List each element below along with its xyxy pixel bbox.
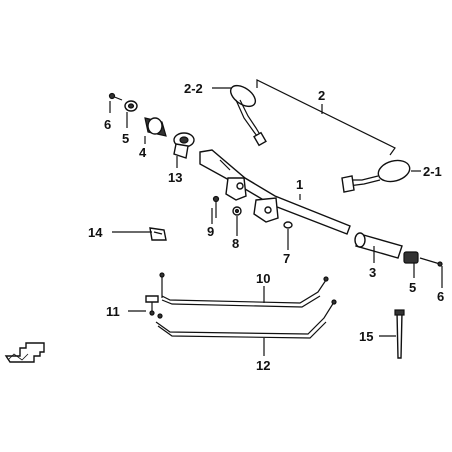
handlebar-1[interactable] xyxy=(199,149,351,235)
cable-12[interactable] xyxy=(155,299,337,339)
screw-6-right[interactable] xyxy=(419,257,443,267)
screw-6-left[interactable] xyxy=(108,92,123,101)
grip-left-4[interactable] xyxy=(144,117,167,137)
label-13: 13 xyxy=(168,170,182,185)
label-8: 8 xyxy=(232,236,239,251)
label-12: 12 xyxy=(256,358,270,373)
label-3: 3 xyxy=(369,265,376,280)
mirror-left-2-2[interactable] xyxy=(227,81,267,147)
label-7: 7 xyxy=(283,251,290,266)
label-6-right: 6 xyxy=(437,289,444,304)
grip-right-3[interactable] xyxy=(354,232,403,259)
label-2-1: 2-1 xyxy=(423,164,442,179)
nut-8[interactable] xyxy=(232,206,242,216)
front-direction-arrow-icon xyxy=(4,342,45,363)
label-14: 14 xyxy=(88,225,103,240)
label-5-right: 5 xyxy=(409,280,416,295)
washer-7[interactable] xyxy=(283,221,293,229)
bar-end-weight-5-right[interactable] xyxy=(403,251,419,264)
label-4: 4 xyxy=(139,145,147,160)
mirror-right-2-1[interactable] xyxy=(341,157,412,193)
clamp-14[interactable] xyxy=(149,227,167,241)
label-15: 15 xyxy=(359,329,373,344)
cable-10[interactable] xyxy=(159,272,329,308)
label-1: 1 xyxy=(296,177,303,192)
label-6-left: 6 xyxy=(104,117,111,132)
label-11: 11 xyxy=(106,304,120,319)
cable-tie-15[interactable] xyxy=(394,309,405,359)
label-5-left: 5 xyxy=(122,131,129,146)
throttle-housing-13[interactable] xyxy=(173,132,195,159)
leader-2 xyxy=(256,79,396,156)
label-9: 9 xyxy=(207,224,214,239)
label-2-2: 2-2 xyxy=(184,81,203,96)
cable-end-11[interactable] xyxy=(145,295,163,319)
bar-end-weight-5-left[interactable] xyxy=(124,100,138,112)
label-2: 2 xyxy=(318,88,325,103)
bolt-9[interactable] xyxy=(212,195,220,219)
label-10: 10 xyxy=(256,271,270,286)
